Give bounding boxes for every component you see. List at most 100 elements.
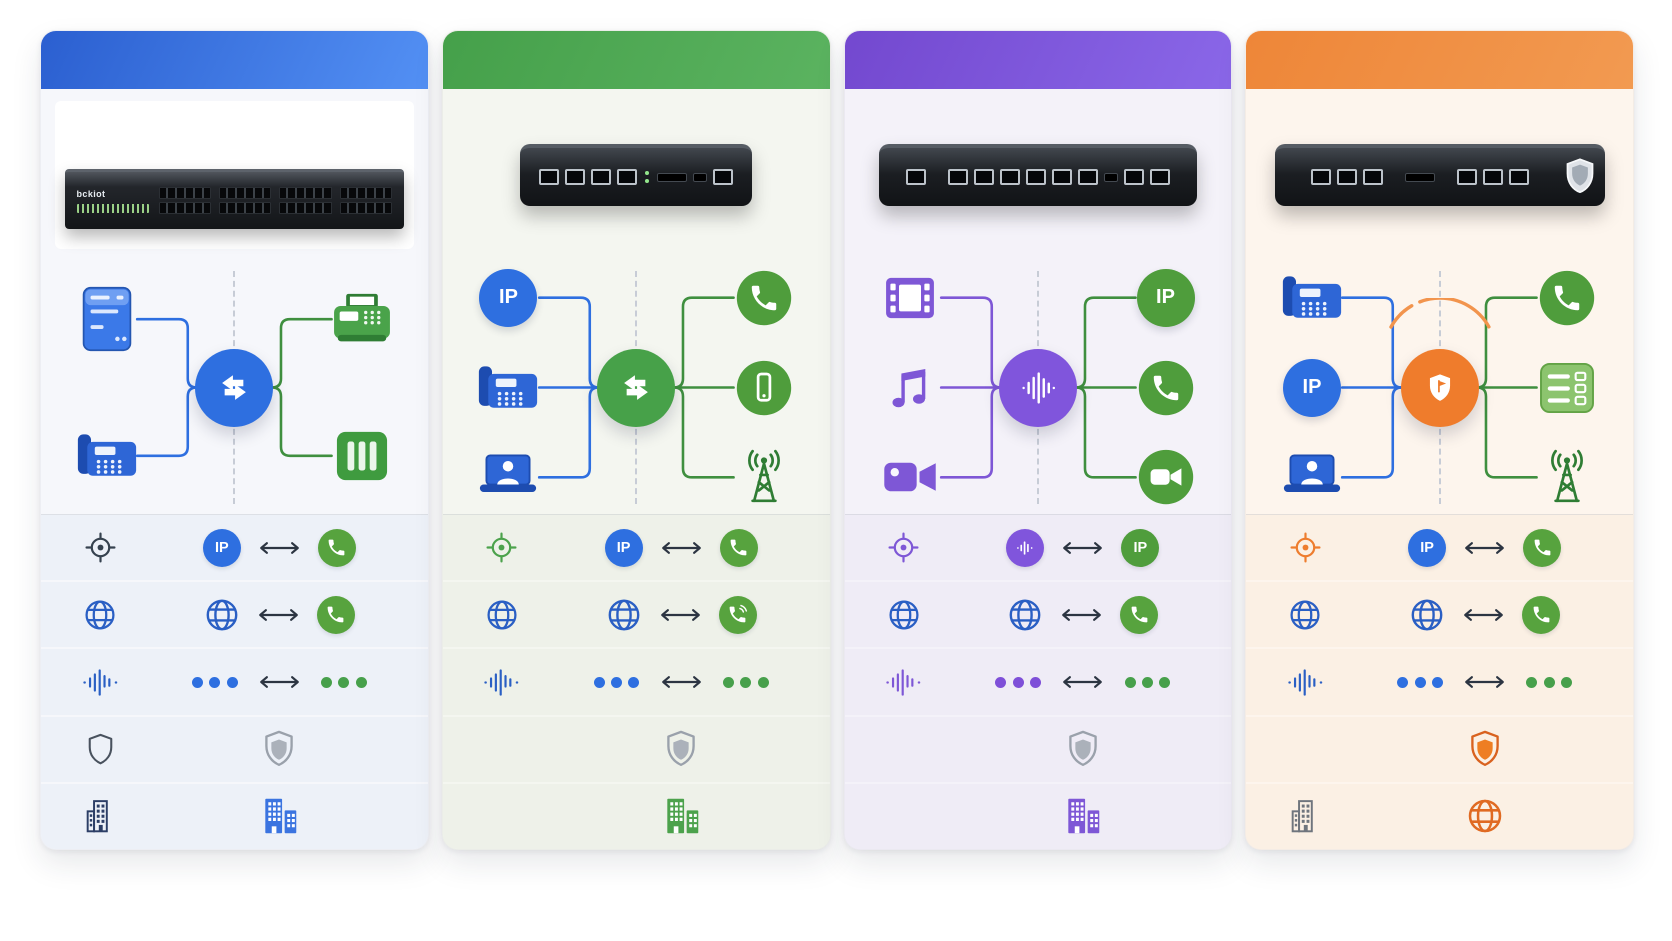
patch-panel-icon <box>335 429 389 483</box>
shield-badge-icon <box>1566 158 1593 194</box>
voip-gateway-8port-icon <box>878 144 1197 206</box>
ethernet-port-icon <box>947 169 968 185</box>
comparison-cell <box>1364 595 1633 634</box>
double-arrow-icon <box>1058 606 1105 624</box>
card-header <box>442 31 830 89</box>
dots-icon <box>992 676 1044 688</box>
shield-outline-icon <box>85 732 116 767</box>
comparison-cell <box>561 729 830 769</box>
device-photo: bckiot <box>54 101 415 249</box>
server-list-icon <box>1539 362 1595 414</box>
comparison-cell <box>159 729 428 769</box>
phone-badge-icon <box>1523 528 1562 567</box>
globe-icon <box>1409 597 1445 633</box>
dots-icon <box>591 676 643 688</box>
city-buildings-icon <box>1061 796 1104 836</box>
ip-circle-icon: IP <box>1136 268 1195 327</box>
globe-icon <box>83 598 117 632</box>
comparison-cell <box>963 673 1232 691</box>
ip-label: IP <box>1302 376 1322 398</box>
feature-icon-cell <box>41 668 159 697</box>
double-arrow-icon <box>256 539 303 557</box>
feature-row: IP <box>1246 515 1633 581</box>
dots-icon <box>1121 676 1173 688</box>
voice-waveform-icon <box>82 668 119 697</box>
target-icon <box>485 531 518 564</box>
sync-circle-icon <box>597 348 676 427</box>
connection-diagram: IP <box>1246 261 1633 514</box>
feature-icon-cell <box>1246 531 1364 564</box>
ip-label: IP <box>1133 539 1148 556</box>
double-arrow-icon <box>1059 539 1106 557</box>
shield-circle-icon <box>1400 348 1479 427</box>
comparison-cell <box>1364 673 1633 691</box>
device-brand: bckiot <box>76 188 106 199</box>
feature-icon-cell <box>443 531 561 564</box>
ip-circle-icon: IP <box>479 268 538 327</box>
ethernet-port-icon <box>1336 169 1357 185</box>
comparison-cell <box>159 595 428 634</box>
dots-icon <box>318 676 370 688</box>
feature-icon-cell <box>443 668 561 697</box>
voice-waveform-icon <box>885 668 922 697</box>
comparison-cell <box>159 796 428 836</box>
building-icon <box>1288 799 1322 833</box>
city-buildings-icon <box>258 796 301 836</box>
globe-icon <box>1007 597 1043 633</box>
globe-icon <box>1466 797 1504 835</box>
sync-circle-icon <box>195 348 274 427</box>
phone-badge-icon <box>1522 595 1561 634</box>
feature-icon-cell <box>1246 598 1364 632</box>
target-icon <box>84 531 117 564</box>
connection-diagram: IP <box>845 261 1232 514</box>
voice-waveform-icon <box>1287 668 1324 697</box>
ethernet-port-icon <box>617 169 638 185</box>
radio-tower-icon <box>1543 447 1591 507</box>
laptop-user-icon <box>1282 454 1342 501</box>
rack-switch-48-icon: bckiot <box>64 169 405 229</box>
globe-icon <box>887 598 921 632</box>
feature-icon-cell <box>845 598 963 632</box>
comparison-cell <box>159 673 428 691</box>
waveform-badge-icon <box>1006 528 1045 567</box>
comparison-cell <box>963 796 1232 836</box>
ethernet-port-icon <box>1123 169 1144 185</box>
comparison-cell <box>1364 729 1633 769</box>
feature-row <box>844 647 1232 715</box>
phone-waves-badge-icon <box>718 595 757 634</box>
feature-row <box>1246 580 1633 648</box>
laptop-user-icon <box>478 454 538 501</box>
double-arrow-icon <box>256 673 303 691</box>
feature-rows: IP <box>41 514 428 849</box>
film-strip-icon <box>884 276 936 320</box>
feature-row <box>844 781 1232 849</box>
comparison-cell <box>1364 797 1633 835</box>
dots-icon <box>189 676 241 688</box>
globe-icon <box>1288 598 1322 632</box>
wave-circle-icon <box>998 348 1077 427</box>
ethernet-port-icon <box>1077 169 1098 185</box>
phone-badge-icon <box>719 528 758 567</box>
phone-call-circle-icon <box>1538 269 1596 327</box>
ip-label: IP <box>1420 539 1434 556</box>
ethernet-port-icon <box>1025 169 1046 185</box>
comparison-cell: IP <box>159 528 428 567</box>
city-buildings-icon <box>660 796 703 836</box>
target-icon <box>1289 531 1322 564</box>
shield-icon <box>261 729 297 769</box>
server-icon <box>81 286 133 352</box>
double-arrow-icon <box>1461 673 1508 691</box>
dots-icon <box>720 676 772 688</box>
connection-diagram: IP <box>443 261 830 514</box>
feature-row <box>41 781 428 849</box>
double-arrow-icon <box>1460 606 1507 624</box>
ip-label: IP <box>215 539 229 556</box>
feature-row <box>41 647 428 715</box>
feature-row <box>1246 781 1633 849</box>
ip-badge-icon: IP <box>1121 528 1160 567</box>
feature-icon-cell <box>845 531 963 564</box>
feature-row <box>1246 647 1633 715</box>
feature-rows: IP <box>844 514 1232 849</box>
